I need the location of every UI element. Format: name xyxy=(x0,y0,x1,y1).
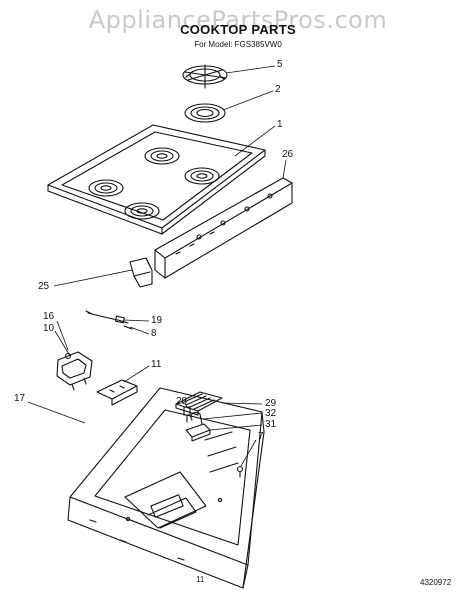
burner-opening-back-right xyxy=(184,167,220,185)
document-number: 4320972 xyxy=(420,578,452,587)
watermark: AppliancePartsPros.com xyxy=(88,6,388,34)
leader-19 xyxy=(123,319,150,322)
burner-grate-part xyxy=(182,64,228,89)
leader-8 xyxy=(129,326,150,335)
fastener-part xyxy=(236,465,244,478)
vent-bracket-part xyxy=(185,423,211,442)
leader-11 xyxy=(123,365,150,383)
mounting-bracket-part xyxy=(96,379,138,406)
callout-8: 8 xyxy=(151,328,157,339)
control-panel-bracket-part xyxy=(154,177,293,279)
burner-bowl-part xyxy=(184,103,226,123)
burner-opening-front-left xyxy=(88,179,124,197)
diagram-title: COOKTOP PARTS xyxy=(180,22,296,37)
leader-16 xyxy=(56,320,69,351)
leader-lines xyxy=(27,65,287,467)
callout-16: 16 xyxy=(43,311,55,322)
callout-25: 25 xyxy=(38,281,50,292)
burner-opening-front-right xyxy=(124,202,160,220)
end-cap-part xyxy=(129,257,153,288)
callout-5: 5 xyxy=(277,59,283,70)
callout-26: 26 xyxy=(282,149,294,160)
callout-17: 17 xyxy=(14,393,26,404)
leader-31 xyxy=(209,424,263,431)
leader-2 xyxy=(222,90,274,111)
burner-box-part xyxy=(67,387,265,589)
callout-2: 2 xyxy=(275,84,281,95)
callout-7: 7 xyxy=(258,431,264,442)
callout-1: 1 xyxy=(277,119,283,130)
leader-25 xyxy=(53,269,133,287)
leader-17 xyxy=(27,401,86,424)
leader-26 xyxy=(282,159,287,179)
leader-32 xyxy=(202,412,263,420)
leader-5 xyxy=(225,65,276,74)
burner-opening-back-left xyxy=(144,147,180,165)
page-number: 11 xyxy=(196,575,205,584)
electrode-wire-part xyxy=(85,310,133,330)
screw-part xyxy=(183,406,191,423)
callout-11: 11 xyxy=(151,359,162,370)
callout-29: 29 xyxy=(265,398,277,409)
callout-28: 28 xyxy=(176,396,188,407)
leader-29 xyxy=(221,402,263,405)
cooktop-part xyxy=(47,124,266,235)
leader-7 xyxy=(240,439,257,467)
leader-28 xyxy=(184,403,188,408)
callout-31: 31 xyxy=(265,419,277,430)
callout-10: 10 xyxy=(43,323,55,334)
spark-module-part xyxy=(56,351,93,391)
clip-part xyxy=(190,411,203,425)
leader-1 xyxy=(234,125,276,157)
model-subtitle: For Model: FGS385VW0 xyxy=(194,40,282,49)
callout-19: 19 xyxy=(151,315,163,326)
callout-32: 32 xyxy=(265,408,277,419)
leader-10 xyxy=(54,330,71,357)
